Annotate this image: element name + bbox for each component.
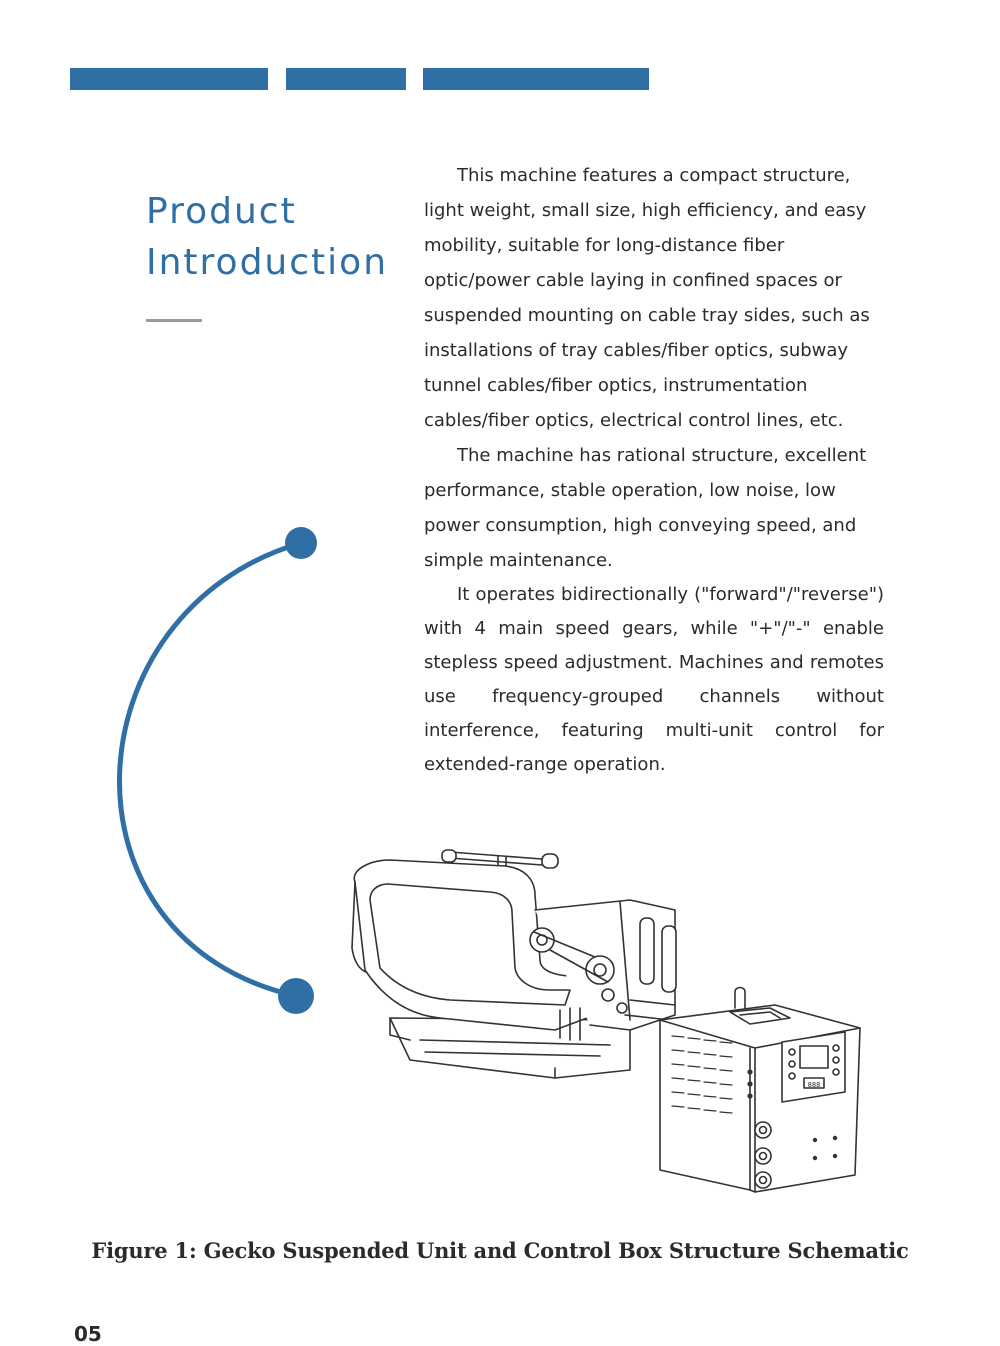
page-number: 05: [74, 1322, 102, 1346]
decorative-arc: [117, 527, 317, 1014]
figure-caption: Figure 1: Gecko Suspended Unit and Contr…: [91, 1238, 909, 1263]
control-box: [659, 986, 861, 1193]
machine-illustration: 888: [351, 849, 861, 1193]
control-box-display-readout: 888: [808, 1081, 821, 1089]
arc-line: [117, 540, 304, 999]
gecko-suspended-unit: [351, 849, 677, 1079]
arc-dot-top: [285, 527, 317, 559]
paragraph-3: It operates bidirectionally ("forward"/"…: [424, 584, 884, 775]
vent-slots: [671, 1035, 733, 1114]
paragraph-2: The machine has rational structure, exce…: [424, 445, 867, 571]
heading-line-2: Introduction: [146, 242, 389, 283]
heading-line-1: Product: [146, 191, 297, 232]
intro-text: This machine features a compact structur…: [424, 158, 884, 782]
section-heading: Product Introduction: [146, 186, 388, 288]
paragraph-1: This machine features a compact structur…: [424, 165, 870, 431]
arc-dot-bottom: [278, 978, 314, 1014]
header-bar-3: [423, 68, 649, 90]
header-bar-2: [286, 68, 406, 90]
heading-underline: [146, 319, 202, 322]
header-bar-1: [70, 68, 268, 90]
